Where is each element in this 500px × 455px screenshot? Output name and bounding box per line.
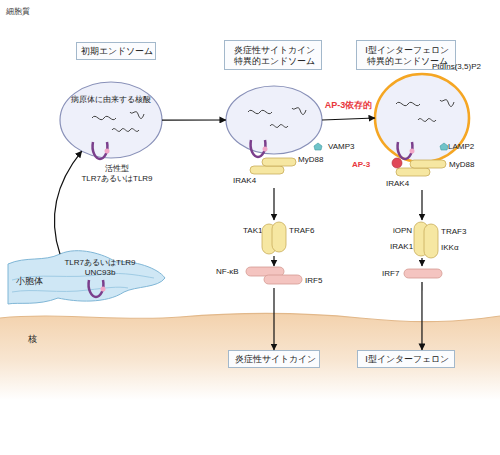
endosome-membrane <box>60 82 162 158</box>
receptor-symbol <box>93 142 110 159</box>
receptor-dot <box>101 287 106 292</box>
node-text: 初期エンドソーム <box>77 46 157 57</box>
output-box: I型インターフェロン <box>357 350 455 368</box>
receptor-symbol <box>251 140 268 157</box>
factor-pill <box>404 269 442 278</box>
node-text: iOPN <box>393 226 412 236</box>
node-text: VAMP3 <box>328 142 355 152</box>
flow-arrow <box>162 119 226 120</box>
kinase-pill <box>424 224 438 258</box>
receptor-symbol <box>89 280 104 297</box>
node-text: 炎症性サイトカイン <box>229 354 321 365</box>
receptor-symbol <box>398 142 413 159</box>
node-text: 核 <box>28 334 37 345</box>
ap3-symbol <box>392 158 402 168</box>
nucleic-acid <box>440 100 454 107</box>
er-membrane <box>8 251 165 304</box>
flow-arrow <box>273 256 274 266</box>
node-text: I型インターフェロン <box>358 354 456 365</box>
node-text: TLR7あるいはTLR9 UNC93b <box>58 258 142 277</box>
endosome: PtdIns(3,5)P2AP-3LAMP2MyD88IRAK4 <box>372 60 472 190</box>
node-text: IRAK1 <box>390 242 413 252</box>
node-text: 炎症性サイトカイン 特異的エンドソーム <box>225 45 323 67</box>
endosome-outline <box>222 84 326 188</box>
receptor-symbol <box>251 140 266 157</box>
node-text: 病原体に由来する核酸 <box>66 95 156 105</box>
adapter-pill <box>250 166 284 174</box>
nuclear-envelope <box>0 313 500 321</box>
kinase-pill <box>272 222 286 252</box>
nucleic-acid <box>248 110 272 113</box>
header-box: 初期エンドソーム <box>76 42 156 60</box>
flow-arrow <box>421 258 422 266</box>
nucleic-acid <box>292 108 306 115</box>
receptor-symbol <box>93 142 108 159</box>
signal-group: iOPN TRAF3IRAK1 IKKα <box>374 220 470 258</box>
er-shape: 小胞体 TLR7あるいはTLR9 UNC93b <box>8 246 168 308</box>
nucleus-band: 核炎症性サイトカイン I型インターフェロン <box>0 312 500 400</box>
node-text: LAMP2 <box>448 142 474 152</box>
nucleic-acid <box>92 116 116 119</box>
nucleic-acid <box>418 119 436 122</box>
receptor-dot <box>263 147 268 152</box>
edge-label: AP-3依存的 <box>325 99 373 112</box>
node-text: IRF5 <box>305 276 322 286</box>
nucleic-acid <box>270 125 288 128</box>
endosome-membrane <box>226 86 322 154</box>
node-text: TAK1 <box>243 226 262 236</box>
factor-group: IRF7 <box>376 266 468 282</box>
flow-arrow <box>421 190 422 220</box>
receptor-symbol <box>398 142 415 159</box>
factor-group: NF-κB IRF5 <box>212 266 336 288</box>
kinase-pill <box>414 222 428 256</box>
node-text: AP-3 <box>352 160 370 170</box>
nucleic-acid <box>396 102 420 105</box>
flow-arrow <box>421 282 422 350</box>
node-text: IRAK4 <box>233 176 256 186</box>
node-text: IRAK4 <box>386 179 409 189</box>
receptor-symbol <box>89 280 106 297</box>
adapter-pill <box>262 158 296 166</box>
endosome: VAMP3MyD88IRAK4 <box>222 84 326 188</box>
adapter-pill <box>396 168 430 176</box>
nucleic-acid <box>112 129 139 132</box>
factor-pill <box>264 275 302 284</box>
endosome-outline <box>372 60 472 190</box>
vamp3-marker <box>314 143 322 150</box>
flow-arrow <box>273 188 274 220</box>
adapter-pill <box>410 160 446 168</box>
node-text: NF-κB <box>216 267 239 277</box>
nucleic-acid <box>130 112 144 119</box>
nucleic-acid <box>92 100 454 132</box>
node-text: 小胞体 <box>16 276 43 286</box>
region-label: 細胞質 <box>6 6 30 17</box>
node-text: 活性型 TLR7あるいはTLR9 <box>80 164 154 183</box>
receptor-dot <box>105 149 110 154</box>
node-text: PtdIns(3,5)P2 <box>432 62 481 72</box>
endosome: 病原体に由来する核酸活性型 TLR7あるいはTLR9 <box>58 80 164 190</box>
kinase-pill <box>262 224 276 254</box>
node-text: MyD88 <box>298 155 323 165</box>
header-box: 炎症性サイトカイン 特異的エンドソーム <box>224 40 322 70</box>
receptor-dot <box>410 149 415 154</box>
node-text: TRAF6 <box>289 226 314 236</box>
factor-pill <box>246 267 284 276</box>
lamp2-marker <box>440 143 448 150</box>
node-text: IKKα <box>441 243 459 253</box>
node-text: TRAF3 <box>441 227 466 237</box>
flow-arrow <box>273 288 274 350</box>
er-fold <box>12 287 128 292</box>
flow-arrow <box>322 118 375 120</box>
flow-arrow <box>54 151 81 254</box>
output-box: 炎症性サイトカイン <box>228 350 320 368</box>
nucleus-fill <box>0 313 500 400</box>
node-text: MyD88 <box>449 160 474 170</box>
node-text: IRF7 <box>382 269 399 279</box>
signal-group: TAK1 TRAF6 <box>224 220 324 256</box>
